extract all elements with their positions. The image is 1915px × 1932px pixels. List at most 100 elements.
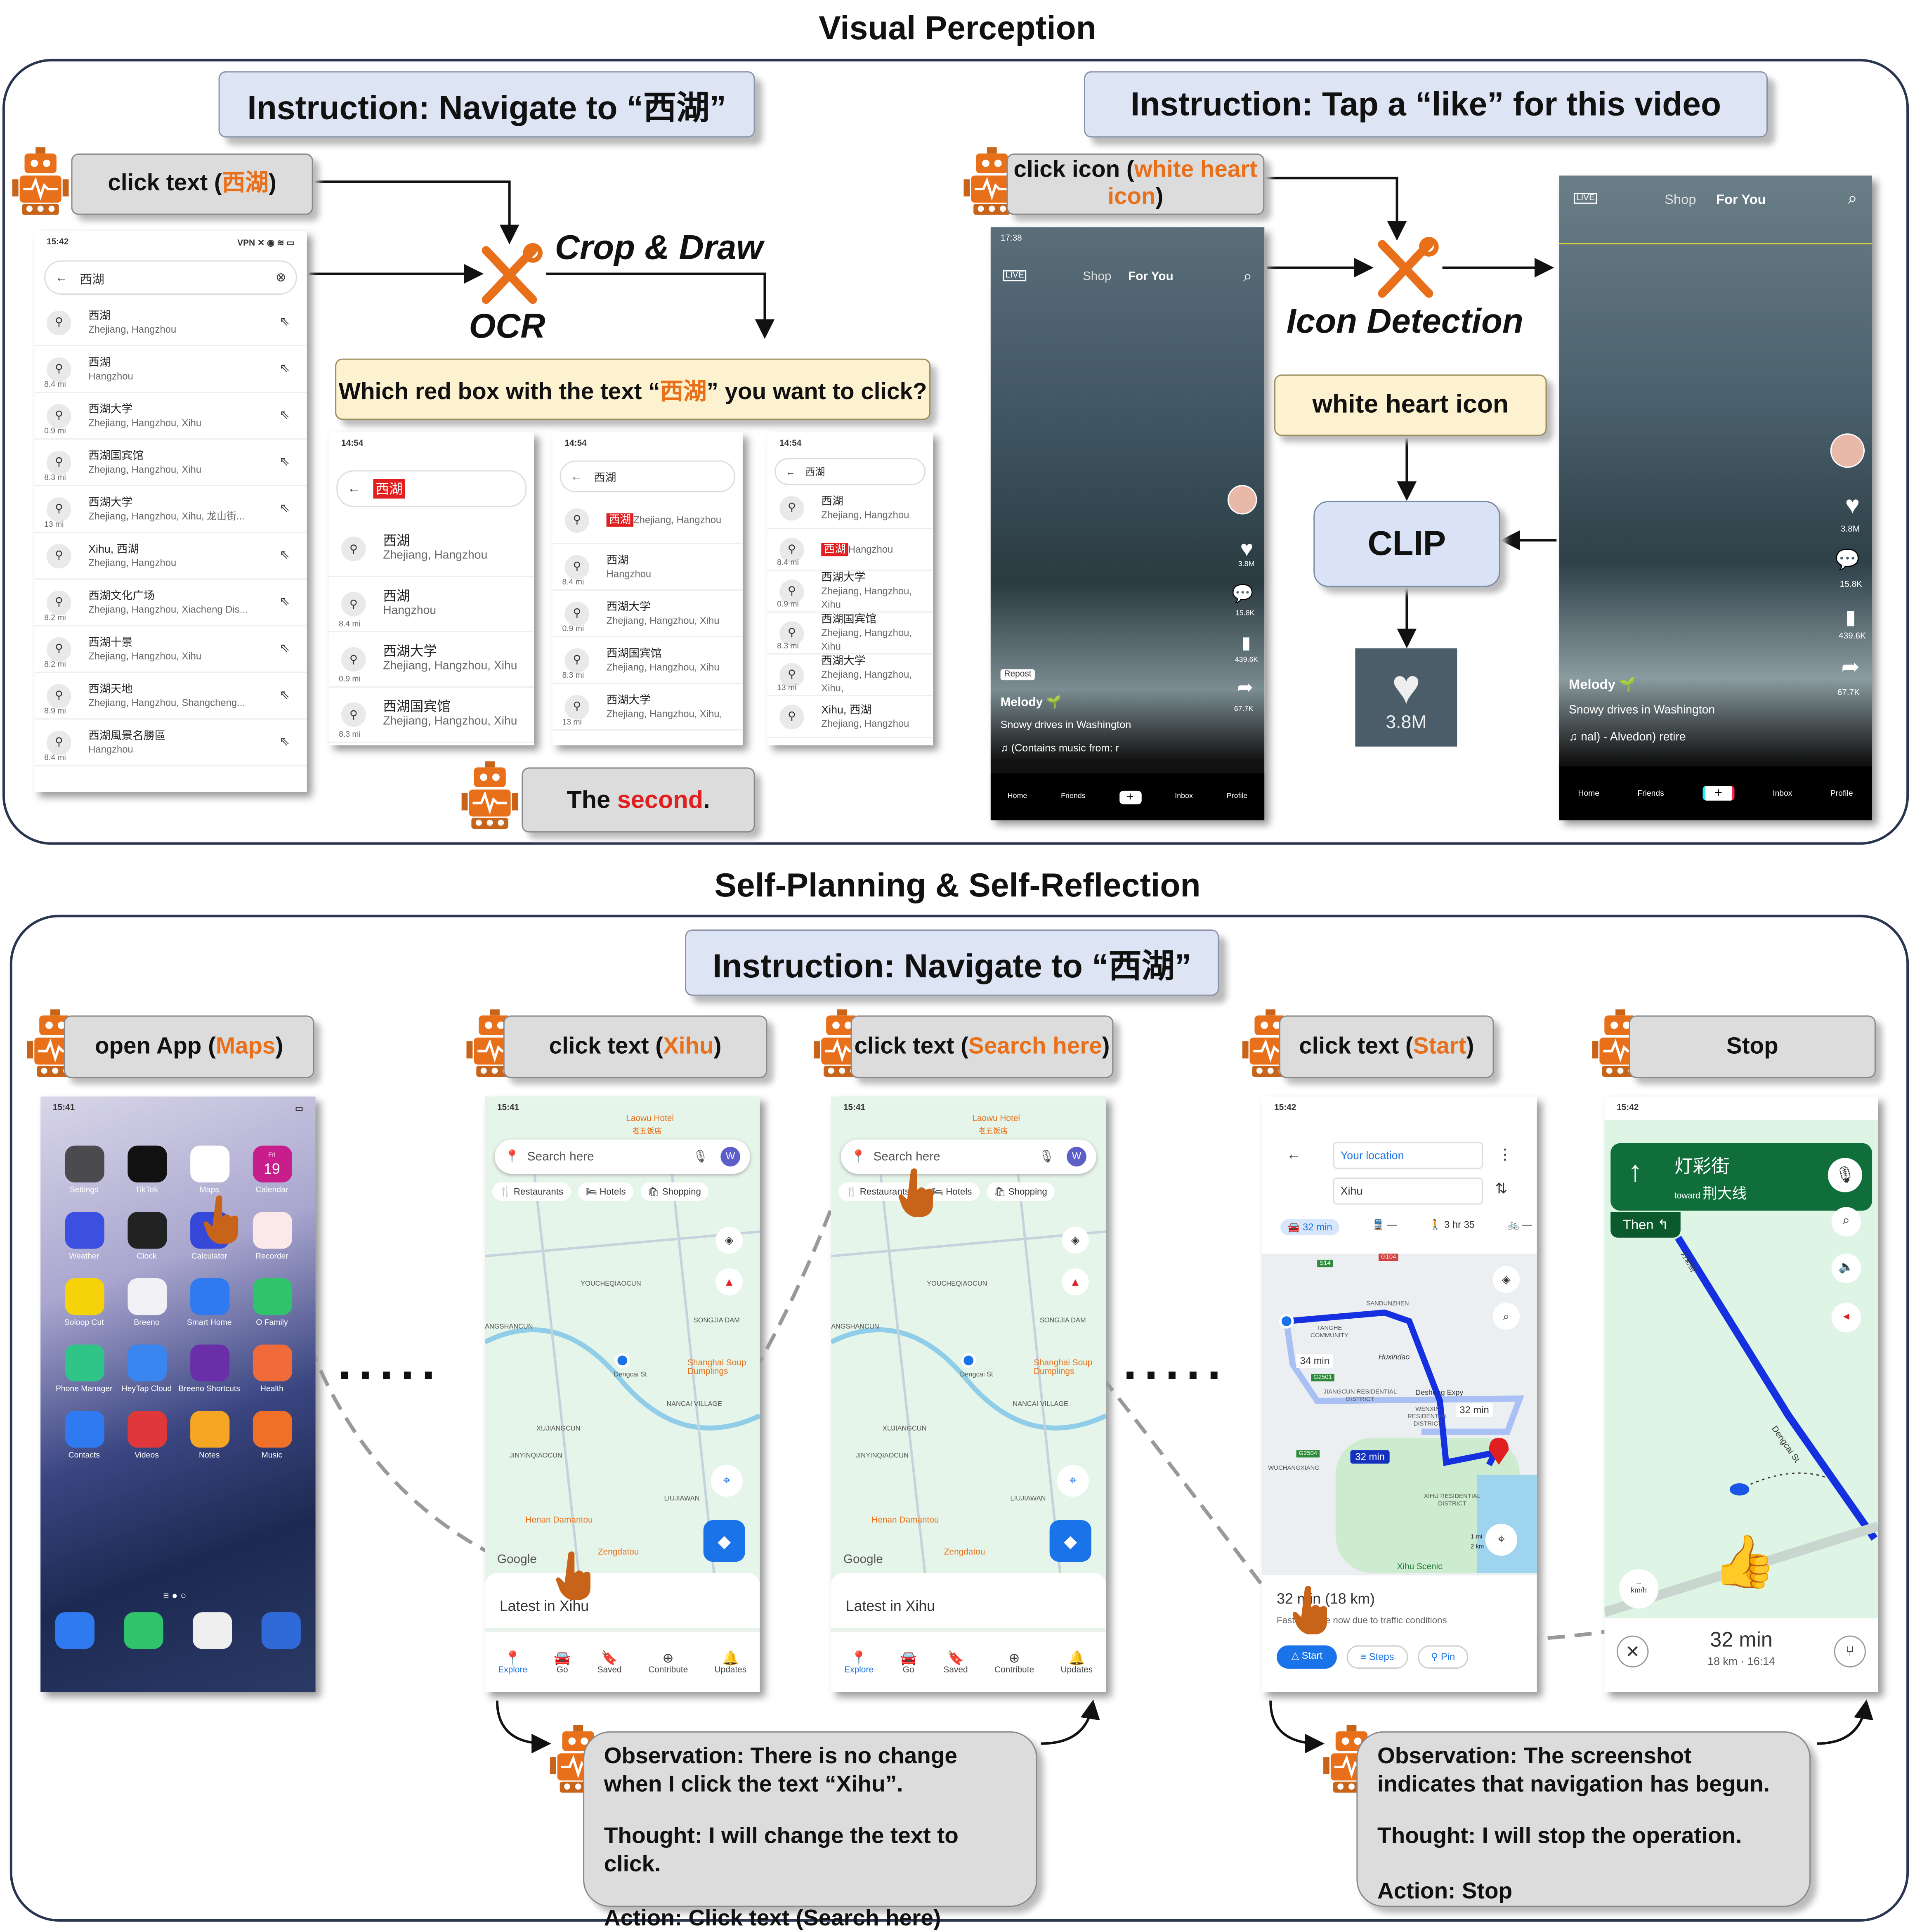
- gallery-icon[interactable]: [261, 1612, 301, 1649]
- chip-shopping[interactable]: 🛍 Shopping: [640, 1182, 708, 1201]
- app-heytap-cloud[interactable]: HeyTap Cloud: [116, 1344, 178, 1394]
- tab-shop[interactable]: Shop: [1665, 193, 1696, 208]
- fill-query-arrow-icon[interactable]: ⇖: [279, 688, 290, 702]
- fill-query-arrow-icon[interactable]: ⇖: [279, 455, 290, 469]
- pin-button[interactable]: ⚲ Pin: [1417, 1645, 1469, 1669]
- white-heart-icon[interactable]: ♥: [1240, 537, 1254, 561]
- bookmark-icon[interactable]: ▮: [1241, 632, 1251, 652]
- layers-icon[interactable]: ◈: [1492, 1266, 1520, 1293]
- live-button[interactable]: LIVE: [1003, 270, 1027, 281]
- back-arrow-icon[interactable]: ←: [55, 270, 68, 284]
- share-icon[interactable]: ➦: [1841, 654, 1860, 679]
- phone-icon[interactable]: [55, 1612, 95, 1649]
- nav-friends[interactable]: Friends: [1637, 789, 1664, 798]
- camera-icon[interactable]: [193, 1612, 232, 1649]
- place-label[interactable]: Shanghai Soup Dumplings: [687, 1359, 746, 1376]
- app-settings[interactable]: Settings: [53, 1145, 116, 1195]
- place-label[interactable]: Laowu Hotel: [626, 1115, 674, 1124]
- app-recorder[interactable]: Recorder: [241, 1212, 303, 1261]
- tab-shop[interactable]: Shop: [1082, 270, 1112, 284]
- latest-in-xihu[interactable]: Latest in Xihu: [485, 1573, 760, 1628]
- swap-icon[interactable]: ⇅: [1495, 1180, 1508, 1197]
- nav-friends[interactable]: Friends: [1061, 793, 1086, 801]
- share-icon[interactable]: ➦: [1237, 678, 1254, 699]
- red-box-marked-text[interactable]: 西湖: [373, 479, 405, 499]
- nav-create[interactable]: +: [1119, 790, 1141, 804]
- clear-icon[interactable]: ⊗: [276, 270, 286, 284]
- place-label[interactable]: Laowu Hotel: [972, 1115, 1020, 1124]
- nav-explore[interactable]: 📍Explore: [498, 1650, 527, 1674]
- search-input[interactable]: ←西湖: [560, 460, 736, 492]
- best-route-time[interactable]: 32 min: [1350, 1450, 1390, 1464]
- microphone-icon[interactable]: 🎙: [692, 1150, 708, 1163]
- back-arrow-icon[interactable]: ←: [571, 470, 582, 483]
- fill-query-arrow-icon[interactable]: ⇖: [279, 549, 290, 563]
- app-clock[interactable]: Clock: [116, 1212, 178, 1261]
- nav-contribute[interactable]: ⊕Contribute: [648, 1650, 688, 1674]
- repost-button[interactable]: Repost: [1000, 669, 1035, 681]
- nav-home[interactable]: Home: [1007, 793, 1027, 801]
- nav-create[interactable]: +: [1702, 786, 1735, 801]
- search-here-bar[interactable]: 📍Search here 🎙W: [494, 1139, 750, 1174]
- layers-icon[interactable]: ◈: [715, 1227, 743, 1254]
- chip-hotels[interactable]: 🛏 Hotels: [924, 1182, 980, 1201]
- search-icon[interactable]: ⌕: [1831, 1207, 1861, 1237]
- app-maps[interactable]: Maps: [178, 1145, 241, 1195]
- fill-query-arrow-icon[interactable]: ⇖: [279, 409, 290, 423]
- bookmark-icon[interactable]: ▮: [1845, 608, 1856, 629]
- nav-profile[interactable]: Profile: [1226, 793, 1248, 801]
- nav-inbox[interactable]: Inbox: [1175, 793, 1193, 801]
- app-videos[interactable]: Videos: [116, 1411, 178, 1460]
- nav-saved[interactable]: 🔖Saved: [597, 1650, 622, 1674]
- chip-hotels[interactable]: 🛏 Hotels: [578, 1182, 633, 1201]
- fill-query-arrow-icon[interactable]: ⇖: [279, 642, 290, 656]
- place-label[interactable]: Zengdatou: [597, 1548, 639, 1557]
- account-avatar[interactable]: W: [1067, 1147, 1086, 1167]
- search-icon[interactable]: ⌕: [1847, 188, 1858, 208]
- app-music[interactable]: Music: [241, 1411, 303, 1460]
- close-icon[interactable]: ✕: [1617, 1635, 1649, 1668]
- music-info[interactable]: ♫ (Contains music from: r: [1000, 741, 1119, 754]
- back-arrow-icon[interactable]: ←: [1286, 1145, 1301, 1163]
- microphone-icon[interactable]: 🎙: [1828, 1158, 1863, 1192]
- directions-button[interactable]: ◆: [703, 1520, 745, 1562]
- place-label[interactable]: Henan Damantou: [871, 1516, 939, 1525]
- app-o-family[interactable]: O Family: [241, 1278, 303, 1327]
- messages-icon[interactable]: [124, 1612, 163, 1649]
- nav-home[interactable]: Home: [1578, 789, 1600, 798]
- compass-icon[interactable]: ▲: [1062, 1268, 1089, 1296]
- search-input[interactable]: ← 西湖: [336, 470, 527, 507]
- creator-avatar[interactable]: [1228, 485, 1257, 515]
- search-input[interactable]: ←西湖: [775, 458, 926, 485]
- back-arrow-icon[interactable]: ←: [347, 481, 361, 496]
- white-heart-icon[interactable]: ♥: [1845, 492, 1860, 520]
- volume-icon[interactable]: 🔈: [1831, 1253, 1861, 1283]
- mode-walk[interactable]: 🚶 3 hr 35: [1429, 1219, 1475, 1230]
- mode-transit[interactable]: 🚆 —: [1372, 1219, 1397, 1230]
- comment-icon[interactable]: 💬: [1232, 583, 1254, 603]
- tab-for-you[interactable]: For You: [1716, 193, 1766, 208]
- chip-restaurants[interactable]: 🍴 Restaurants: [492, 1182, 571, 1201]
- back-arrow-icon[interactable]: ←: [786, 466, 796, 477]
- fill-query-arrow-icon[interactable]: ⇖: [279, 315, 290, 329]
- tab-for-you[interactable]: For You: [1128, 270, 1174, 284]
- latest-in-xihu[interactable]: Latest in Xihu: [831, 1573, 1106, 1628]
- my-location-icon[interactable]: ⌖: [711, 1465, 743, 1497]
- compass-icon[interactable]: ▲: [715, 1268, 743, 1296]
- start-button[interactable]: △ Start: [1277, 1645, 1337, 1669]
